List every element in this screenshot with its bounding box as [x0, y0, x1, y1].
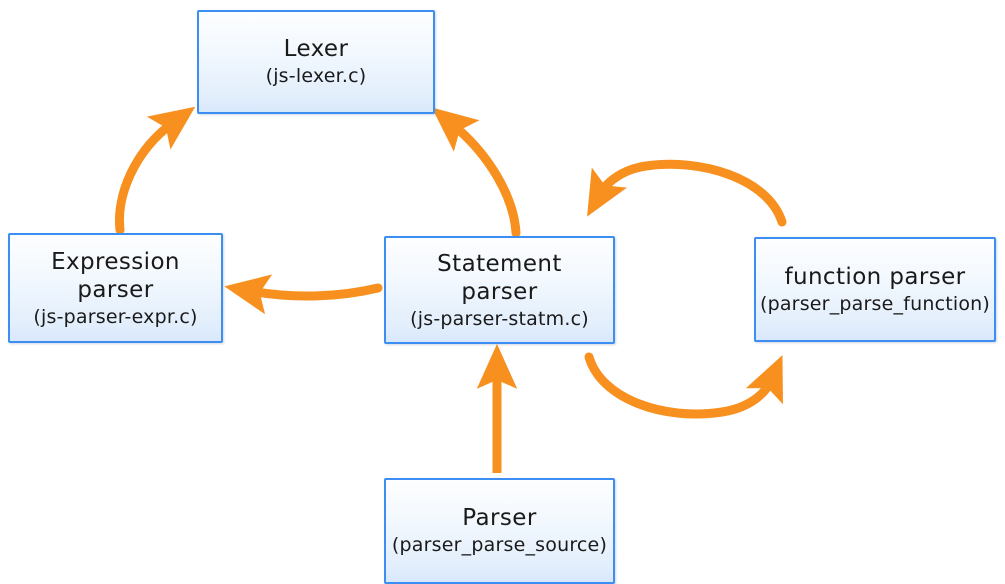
- node-statement-parser-title-line2: parser: [461, 278, 538, 305]
- node-expression-parser-title-line1: Expression: [51, 248, 180, 275]
- node-statement-parser[interactable]: Statement parser (js-parser-statm.c): [384, 236, 615, 344]
- node-expression-parser-title-line2: parser: [77, 276, 154, 303]
- node-function-parser-title: function parser: [784, 263, 966, 290]
- edge-statement-to-function: [584, 352, 783, 419]
- edge-statement-to-expression: [224, 274, 383, 315]
- edge-statement-to-lexer: [431, 107, 521, 238]
- node-function-parser-subtitle: (parser_parse_function): [759, 292, 991, 315]
- node-statement-parser-title-line1: Statement: [437, 250, 562, 277]
- node-parser-title: Parser: [462, 505, 537, 532]
- node-parser[interactable]: Parser (parser_parse_source): [384, 478, 615, 584]
- node-lexer-title: Lexer: [283, 36, 349, 63]
- node-function-parser[interactable]: function parser (parser_parse_function): [754, 237, 996, 342]
- node-expression-parser[interactable]: Expression parser (js-parser-expr.c): [8, 233, 223, 343]
- edge-function-to-statement: [587, 159, 787, 227]
- node-expression-parser-subtitle: (js-parser-expr.c): [33, 305, 198, 328]
- node-lexer-subtitle: (js-lexer.c): [265, 65, 367, 88]
- node-lexer[interactable]: Lexer (js-lexer.c): [197, 10, 435, 114]
- edge-expression-to-lexer: [114, 106, 196, 235]
- node-statement-parser-subtitle: (js-parser-statm.c): [410, 307, 589, 330]
- node-parser-subtitle: (parser_parse_source): [391, 534, 608, 557]
